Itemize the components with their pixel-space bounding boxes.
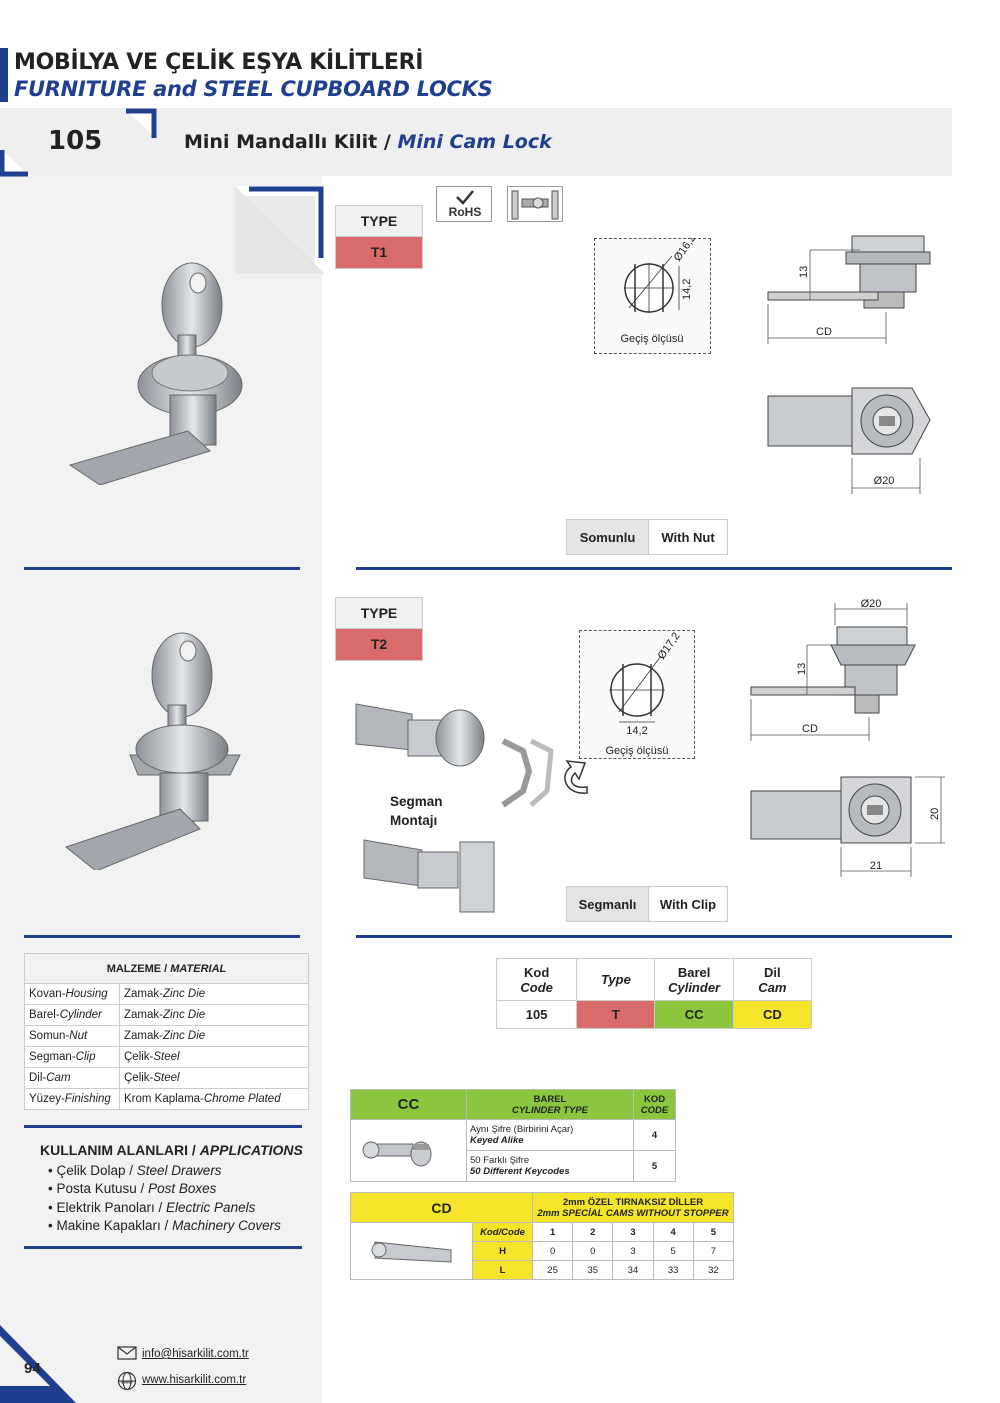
- page-number: 94: [24, 1360, 41, 1377]
- type1-tag-en: With Nut: [649, 520, 727, 554]
- clip-assembly-label-line1: Segman: [390, 794, 443, 809]
- svg-text:14,2: 14,2: [626, 725, 647, 737]
- cam-image: [371, 1240, 452, 1263]
- section-divider-right: [356, 567, 952, 570]
- type2-value: T2: [335, 629, 423, 661]
- list-item: • Elektrik Panoları / Electric Panels: [48, 1199, 256, 1215]
- product-title: Mini Mandallı Kilit / Mini Cam Lock: [184, 131, 552, 153]
- cabinet-mount-icon: [511, 190, 559, 220]
- svg-text:CD: CD: [816, 326, 832, 338]
- svg-text:13: 13: [796, 663, 808, 675]
- cylinder-key-image: [362, 1141, 432, 1167]
- product-image-t1: [68, 262, 243, 485]
- svg-text:21: 21: [870, 860, 882, 872]
- mounting-icon-badge: [507, 186, 563, 222]
- corner-decoration-top: [124, 108, 157, 138]
- svg-text:Ø17,2: Ø17,2: [656, 630, 683, 661]
- clip-assembly-label: Segman Montajı: [390, 792, 443, 830]
- type2-tag-tr: Segmanlı: [567, 887, 649, 921]
- clip-assembly-images: [355, 703, 495, 913]
- table-row: Aynı Şifre (Birbirini Açar)Keyed Alike 4: [350, 1119, 676, 1182]
- rohs-badge: RoHS: [436, 186, 492, 222]
- section-divider-left: [24, 567, 300, 570]
- web-globe-icon: www: [117, 1371, 137, 1391]
- product-name-tr: Mini Mandallı Kilit: [184, 131, 378, 153]
- email-icon: [117, 1346, 137, 1360]
- product-title-band: [0, 108, 952, 176]
- type2-box: TYPE T2: [335, 597, 423, 661]
- applications-section: KULLANIM ALANLARI / APPLICATIONS • Çelik…: [40, 1141, 303, 1236]
- header-accent-bar: [0, 48, 8, 102]
- type1-tag: Somunlu With Nut: [566, 519, 728, 555]
- svg-text:Ø20: Ø20: [861, 598, 882, 610]
- applications-title: KULLANIM ALANLARI / APPLICATIONS: [40, 1142, 303, 1158]
- applications-divider-bottom: [24, 1246, 302, 1249]
- applications-divider-top: [24, 1125, 302, 1128]
- type2-label: TYPE: [335, 597, 423, 629]
- svg-text:Ø16,2: Ø16,2: [672, 238, 699, 264]
- type1-value: T1: [335, 237, 423, 269]
- svg-text:www: www: [120, 1380, 133, 1386]
- corner-decoration: [0, 148, 30, 177]
- svg-text:CD: CD: [802, 723, 818, 735]
- page-title-tr: MOBİLYA VE ÇELİK EŞYA KİLİTLERİ: [14, 50, 424, 75]
- email-link[interactable]: info@hisarkilit.com.tr: [142, 1348, 249, 1360]
- product-image-t2: [64, 632, 241, 870]
- svg-text:Geçiş ölçüsü: Geçiş ölçüsü: [606, 745, 669, 757]
- table-row: 105 T CC CD: [495, 1000, 813, 1029]
- type2-tag: Segmanlı With Clip: [566, 886, 728, 922]
- section-divider-right-2: [356, 935, 952, 938]
- svg-text:Ø20: Ø20: [874, 475, 895, 487]
- table-row: L 25 35 34 33 32: [351, 1260, 735, 1280]
- rohs-icon: RoHS: [449, 190, 482, 219]
- product-name-en: Mini Cam Lock: [397, 131, 552, 153]
- website-link[interactable]: www.hisarkilit.com.tr: [142, 1374, 247, 1386]
- svg-text:RoHS: RoHS: [449, 205, 482, 219]
- product-number: 105: [48, 126, 103, 156]
- type1-box: TYPE T1: [335, 205, 423, 269]
- svg-text:Geçiş ölçüsü: Geçiş ölçüsü: [621, 333, 684, 345]
- list-item: • Makine Kapakları / Machinery Covers: [48, 1218, 281, 1233]
- material-table-header: MALZEME / MATERIAL: [24, 953, 309, 984]
- title-separator: /: [383, 131, 391, 153]
- type2-technical-drawing: Ø20 13 CD 20 21: [750, 598, 945, 877]
- image-corner-decoration: [235, 186, 325, 274]
- section-divider-left-2: [24, 935, 300, 938]
- type1-technical-drawing: 13 CD Ø20: [767, 235, 931, 494]
- type1-label: TYPE: [335, 205, 423, 237]
- type1-tag-tr: Somunlu: [567, 520, 649, 554]
- list-item: • Çelik Dolap / Steel Drawers: [48, 1162, 222, 1178]
- page-title-en: FURNITURE and STEEL CUPBOARD LOCKS: [14, 77, 493, 101]
- type1-cutout-drawing: Ø16,2 14,2 Geçiş ölçüsü: [621, 238, 699, 345]
- table-row: Kod/Code 1 2 3 4 5: [350, 1222, 735, 1280]
- type2-tag-en: With Clip: [649, 887, 727, 921]
- svg-text:13: 13: [798, 266, 810, 278]
- clip-part-image: [501, 738, 588, 808]
- list-item: • Posta Kutusu / Post Boxes: [48, 1181, 217, 1196]
- type2-cutout-drawing: Ø17,2 14,2 Geçiş ölçüsü: [606, 630, 683, 757]
- svg-text:14,2: 14,2: [681, 279, 693, 300]
- svg-text:20: 20: [929, 808, 941, 820]
- clip-assembly-label-line2: Montajı: [390, 813, 438, 828]
